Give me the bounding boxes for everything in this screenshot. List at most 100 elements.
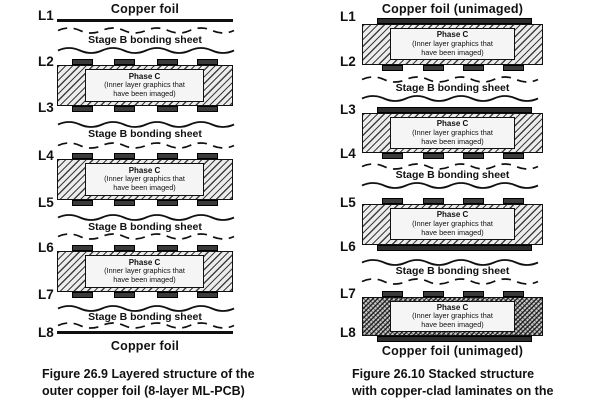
phase-c-label-box: Phase C (Inner layer graphics that have … — [85, 163, 204, 196]
copper-pad — [503, 291, 524, 297]
figure-caption-line2: outer copper foil (8-layer ML-PCB) — [42, 384, 245, 398]
copper-pad — [197, 106, 218, 112]
laminate-box: Phase C (Inner layer graphics that have … — [362, 297, 543, 336]
copper-foil-bottom-label: Copper foil (unimaged) — [381, 344, 524, 358]
copper-pad — [72, 200, 93, 206]
phase-c-label-box: Phase C (Inner layer graphics that have … — [390, 117, 515, 149]
right-figure: Copper foil (unimaged) L1 L2 Phase C (In… — [300, 0, 600, 400]
bonding-sheet-wave-solid — [361, 182, 539, 189]
copper-foil-sheet-bottom — [57, 331, 233, 334]
copper-pad — [463, 291, 484, 297]
phase-c-line3: have been imaged) — [113, 183, 176, 193]
copper-pad — [72, 153, 93, 159]
copper-pad — [503, 153, 524, 159]
copper-pad — [157, 106, 178, 112]
copper-pad — [157, 153, 178, 159]
copper-pad — [197, 292, 218, 298]
copper-pad — [503, 198, 524, 204]
bonding-sheet-wave-dashed — [57, 233, 235, 240]
copper-pad — [114, 59, 135, 65]
phase-c-title: Phase C — [436, 302, 469, 312]
copper-pad — [382, 65, 403, 71]
layer-label-l7: L7 — [38, 287, 54, 302]
phase-c-line2: (Inner layer graphics that — [412, 127, 493, 137]
bonding-sheet-wave-dashed — [57, 322, 235, 329]
phase-c-title: Phase C — [128, 71, 161, 81]
copper-foil-bar — [377, 107, 532, 113]
phase-c-line2: (Inner layer graphics that — [412, 218, 493, 228]
bonding-sheet-wave-solid — [361, 95, 539, 102]
copper-pad — [157, 245, 178, 251]
copper-pad — [463, 198, 484, 204]
core-laminate-box: Phase C (Inner layer graphics that have … — [57, 65, 233, 106]
layer-label-l6: L6 — [38, 240, 54, 255]
copper-pad — [423, 65, 444, 71]
bonding-sheet-wave-dashed — [361, 278, 539, 285]
copper-pad — [197, 153, 218, 159]
figure-caption-line1: Figure 26.9 Layered structure of the — [42, 367, 255, 381]
copper-pad — [197, 245, 218, 251]
copper-foil-bar — [377, 336, 532, 342]
phase-c-title: Phase C — [128, 165, 161, 175]
figure-caption-line2: with copper-clad laminates on the — [352, 384, 554, 398]
phase-c-line3: have been imaged) — [421, 227, 484, 237]
phase-c-line3: have been imaged) — [421, 320, 484, 330]
copper-pad — [157, 200, 178, 206]
layer-label-l1: L1 — [38, 8, 54, 23]
copper-foil-sheet-top — [57, 19, 233, 22]
phase-c-line3: have been imaged) — [113, 89, 176, 99]
phase-c-line3: have been imaged) — [113, 275, 176, 285]
layer-label-l3: L3 — [38, 100, 54, 115]
bonding-sheet-label: Stage B bonding sheet — [88, 128, 202, 140]
phase-c-title: Phase C — [128, 257, 161, 267]
bonding-sheet-label: Stage B bonding sheet — [395, 169, 510, 181]
figure-caption-line1: Figure 26.10 Stacked structure — [352, 367, 535, 381]
copper-pad — [114, 292, 135, 298]
copper-foil-bar — [377, 245, 532, 251]
core-laminate-box: Phase C (Inner layer graphics that have … — [57, 159, 233, 200]
copper-pad — [114, 153, 135, 159]
copper-pad — [463, 65, 484, 71]
phase-c-line3: have been imaged) — [421, 136, 484, 146]
phase-c-label-box: Phase C (Inner layer graphics that have … — [85, 69, 204, 102]
laminate-box: Phase C (Inner layer graphics that have … — [362, 24, 543, 65]
phase-c-line2: (Inner layer graphics that — [104, 266, 185, 276]
copper-pad — [197, 59, 218, 65]
copper-pad — [503, 65, 524, 71]
layer-label-l1: L1 — [340, 9, 356, 24]
bonding-sheet-label: Stage B bonding sheet — [88, 311, 202, 323]
copper-pad — [157, 292, 178, 298]
layer-label-l2: L2 — [340, 54, 356, 69]
laminate-box: Phase C (Inner layer graphics that have … — [362, 204, 543, 245]
layer-label-l6: L6 — [340, 239, 356, 254]
left-figure: Copper foil L1 Stage B bonding sheet L2 … — [38, 2, 255, 398]
copper-foil-bar — [377, 18, 532, 24]
copper-foil-top-label: Copper foil — [110, 2, 180, 16]
layer-label-l8: L8 — [340, 325, 356, 340]
copper-pad — [157, 59, 178, 65]
phase-c-line3: have been imaged) — [421, 47, 484, 57]
bonding-sheet-label: Stage B bonding sheet — [88, 34, 202, 46]
phase-c-line2: (Inner layer graphics that — [104, 174, 185, 184]
bonding-sheet-wave-solid — [57, 47, 235, 54]
bonding-sheet-label: Stage B bonding sheet — [88, 221, 202, 233]
copper-foil-bottom-label: Copper foil — [110, 339, 180, 353]
layer-label-l5: L5 — [38, 195, 54, 210]
copper-foil-top-label: Copper foil (unimaged) — [381, 2, 524, 16]
copper-pad — [114, 106, 135, 112]
phase-c-title: Phase C — [436, 210, 469, 220]
bonding-sheet-wave-dashed — [57, 142, 235, 149]
copper-pad — [114, 200, 135, 206]
phase-c-line2: (Inner layer graphics that — [104, 80, 185, 90]
layer-label-l4: L4 — [38, 148, 54, 163]
bonding-sheet-label: Stage B bonding sheet — [395, 265, 510, 277]
copper-pad — [423, 291, 444, 297]
phase-c-label-box: Phase C (Inner layer graphics that have … — [390, 28, 515, 60]
copper-pad — [114, 245, 135, 251]
copper-pad — [197, 200, 218, 206]
copper-pad — [72, 59, 93, 65]
layer-label-l2: L2 — [38, 54, 54, 69]
phase-c-label-box: Phase C (Inner layer graphics that have … — [390, 301, 515, 332]
laminate-box: Phase C (Inner layer graphics that have … — [362, 113, 543, 153]
